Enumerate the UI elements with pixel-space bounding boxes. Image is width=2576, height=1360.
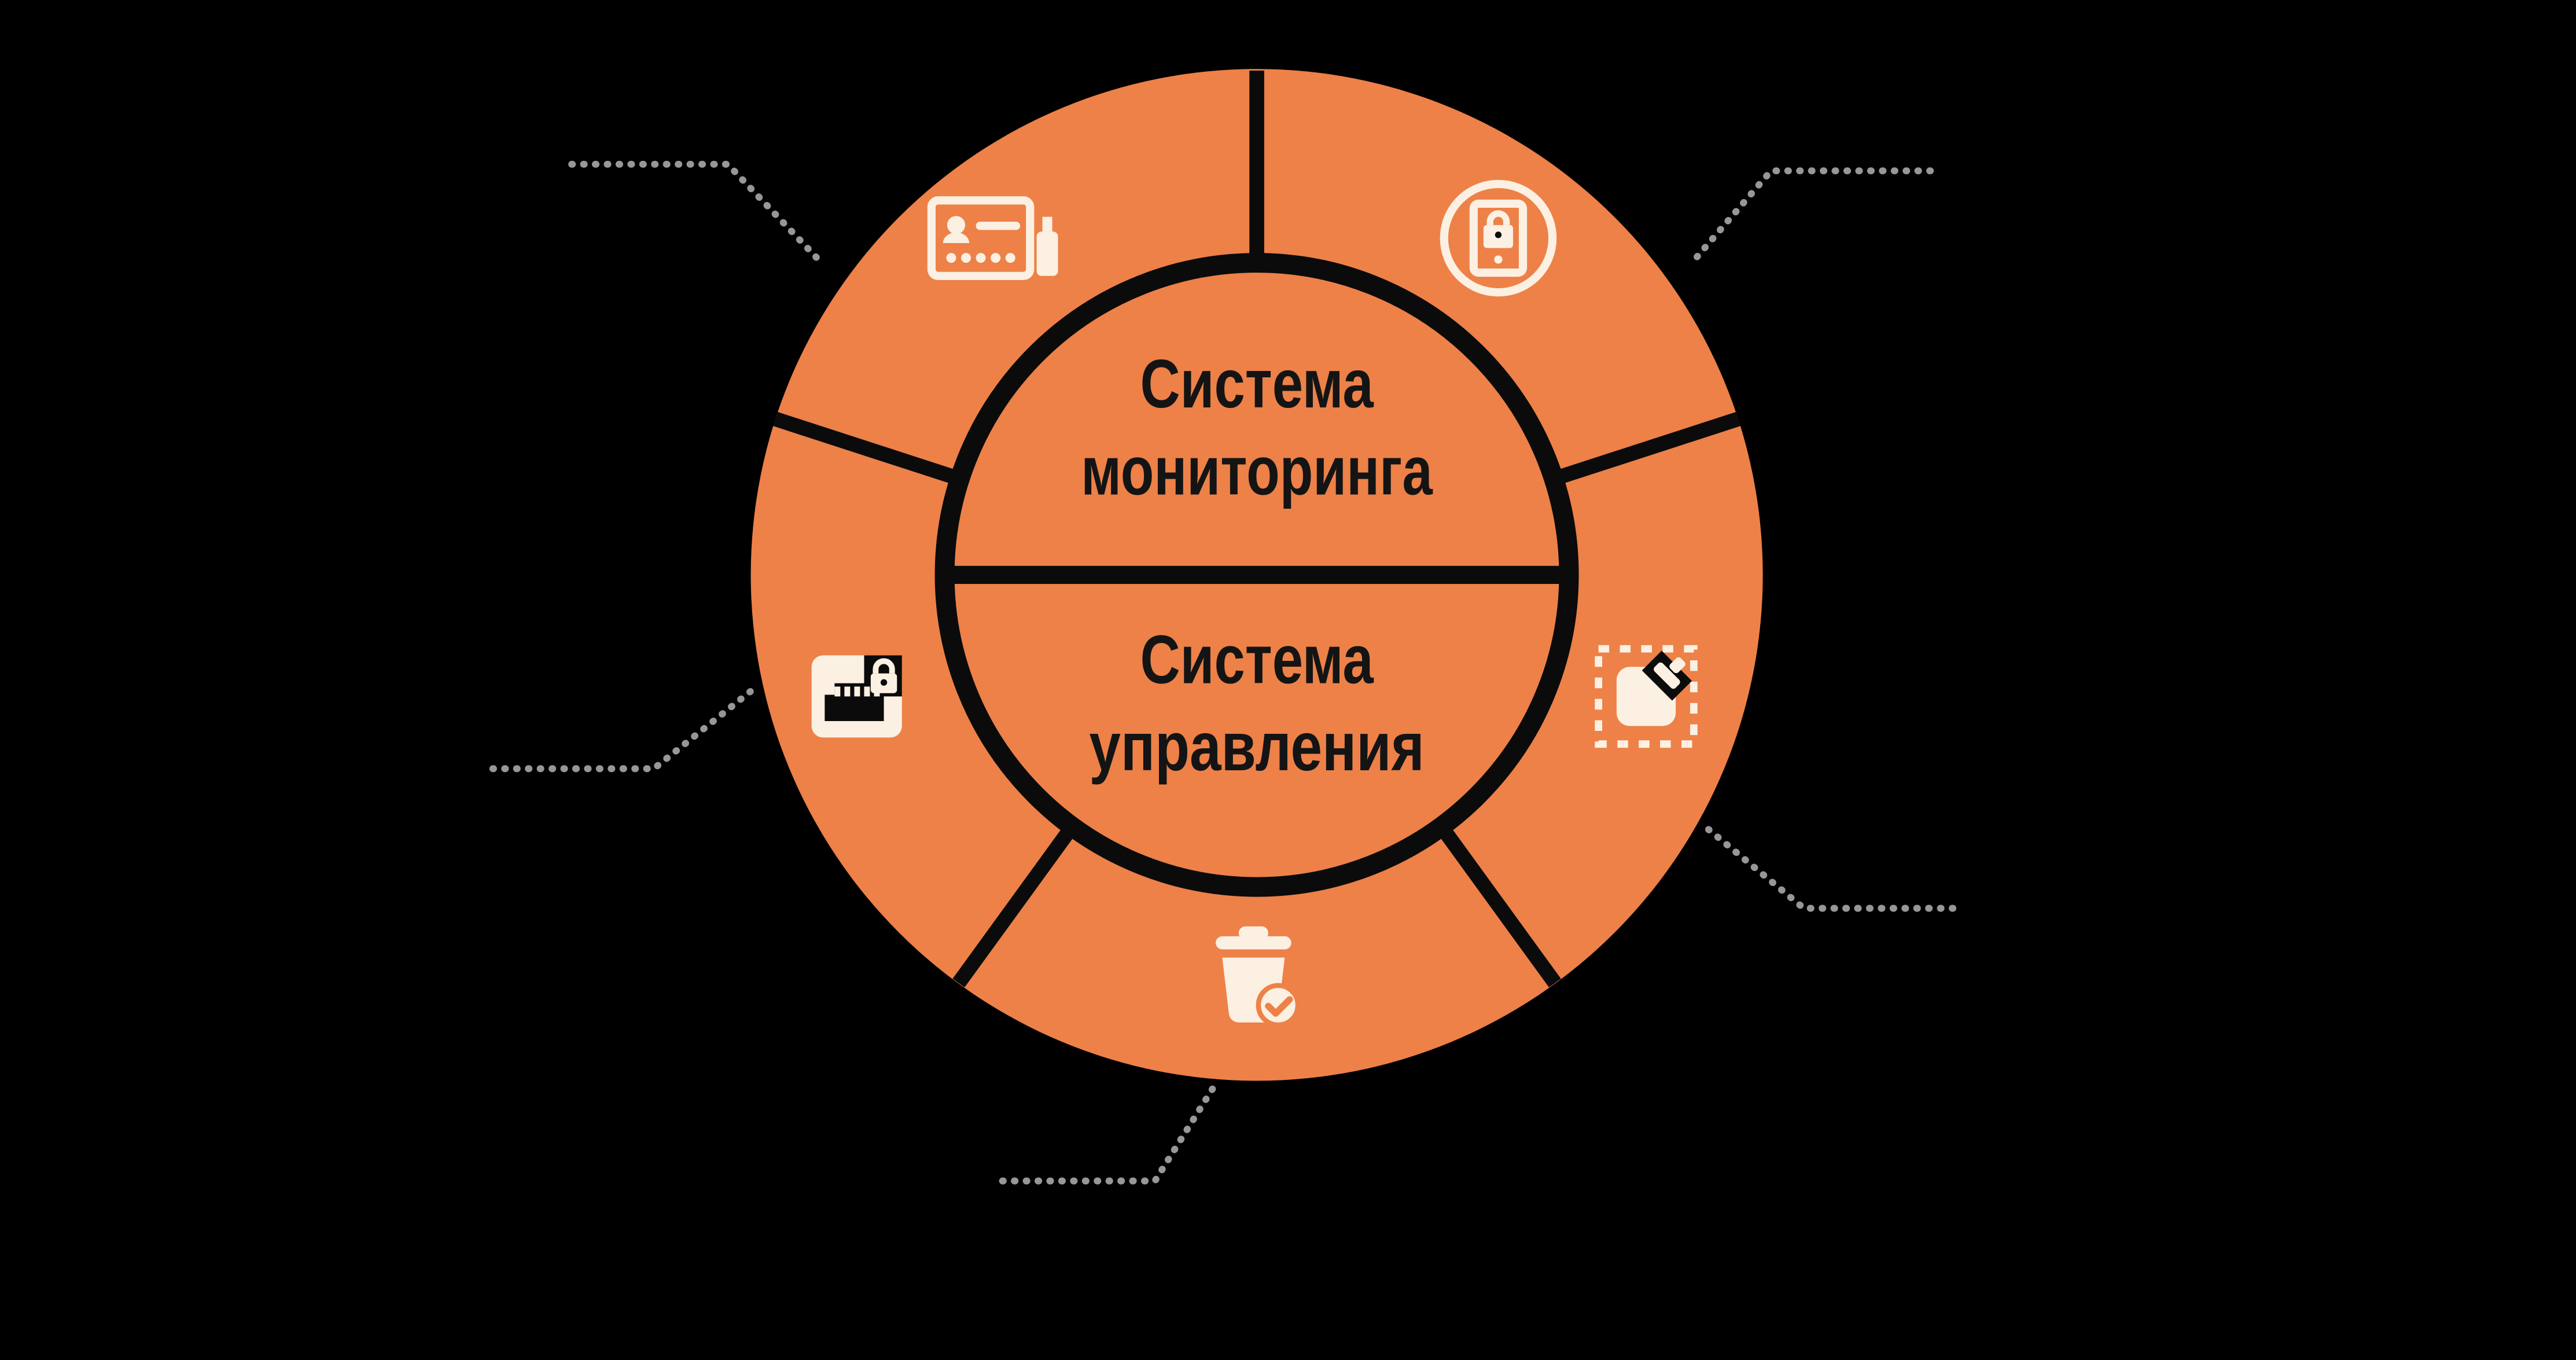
management-system-label-line1: Система (1140, 622, 1374, 699)
management-system-label-line2: управления (1089, 708, 1424, 785)
patch-management-icon (1595, 645, 1698, 748)
connector-top-left (568, 160, 827, 268)
connector-right (1705, 826, 1959, 912)
security-wheel: Система мониторинга Система управления (750, 69, 1763, 1081)
connector-bottom (995, 1085, 1216, 1185)
network-port-lock-icon (811, 655, 902, 738)
connector-lines (489, 160, 1959, 1185)
monitoring-system-label-line2: мониторинга (1081, 432, 1433, 509)
id-card-password-usb-icon (927, 196, 1058, 280)
segment-divider (952, 816, 1083, 988)
trash-check-icon (1216, 926, 1301, 1028)
segment-divider (1545, 411, 1740, 488)
connector-left (489, 686, 756, 773)
server-lock-icon (1440, 179, 1557, 297)
monitoring-system-label-line1: Система (1140, 345, 1374, 422)
segment-divider (773, 411, 969, 488)
segment-divider (1431, 816, 1561, 988)
segment-dividers (773, 71, 1740, 988)
